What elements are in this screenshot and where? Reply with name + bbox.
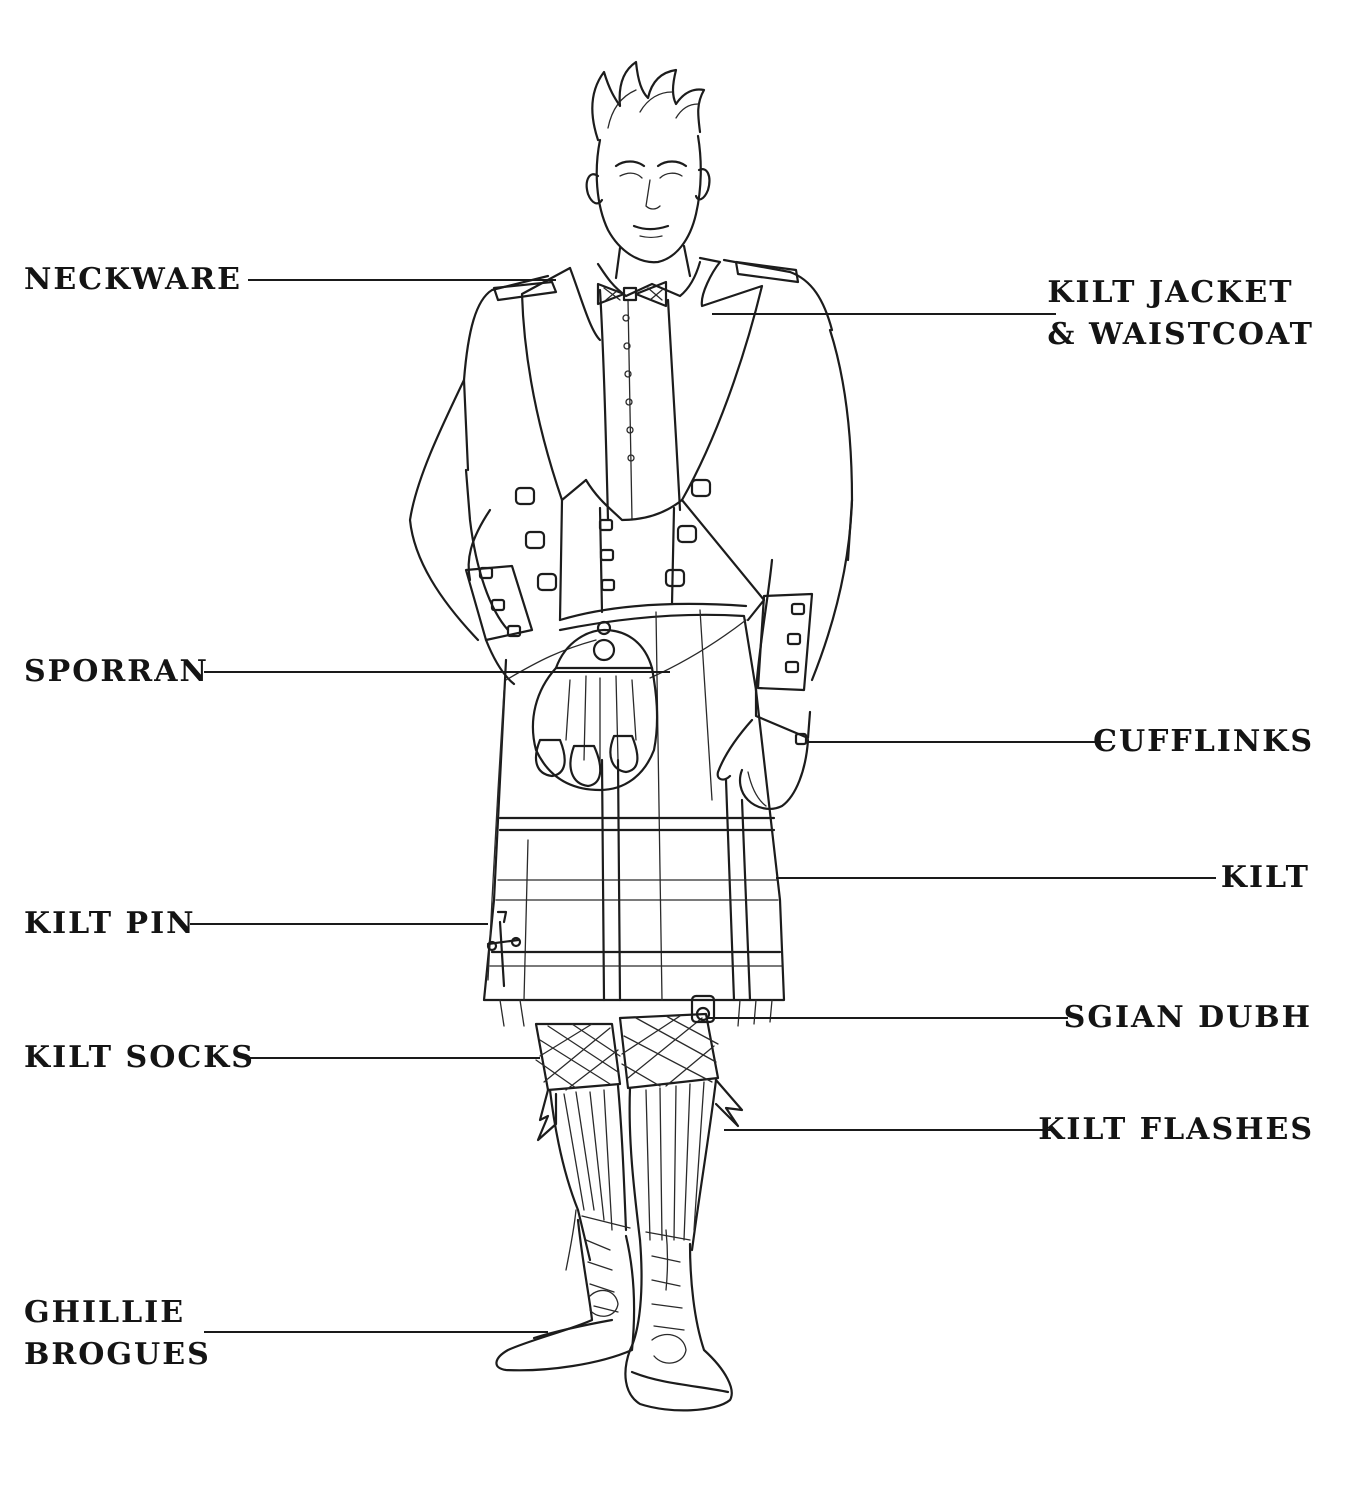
hair xyxy=(592,62,704,140)
label-ghillie-line1: GHILLIE xyxy=(24,1292,211,1334)
label-kilt-jacket-line1: KILT JACKET xyxy=(1047,272,1314,314)
label-kilt: KILT xyxy=(1221,857,1310,899)
label-kilt-jacket-waistcoat: KILT JACKET & WAISTCOAT xyxy=(1047,272,1314,356)
label-kilt-socks: KILT SOCKS xyxy=(24,1037,255,1079)
label-kilt-flashes: KILT FLASHES xyxy=(1038,1109,1314,1151)
label-cufflinks: CUFFLINKS xyxy=(1093,721,1314,763)
label-sporran: SPORRAN xyxy=(24,651,209,693)
head xyxy=(587,136,710,262)
right-arm xyxy=(718,500,852,809)
label-ghillie-line2: BROGUES xyxy=(24,1334,211,1376)
waistcoat xyxy=(586,480,682,612)
label-kilt-pin: KILT PIN xyxy=(24,903,196,945)
label-sgian-dubh: SGIAN DUBH xyxy=(1064,997,1312,1039)
kilt-pin xyxy=(488,912,520,986)
label-kilt-jacket-line2: & WAISTCOAT xyxy=(1047,314,1314,356)
label-ghillie-brogues: GHILLIE BROGUES xyxy=(24,1292,211,1376)
shirt xyxy=(598,262,700,520)
ghillie-brogues xyxy=(496,1210,731,1410)
label-neckware: NECKWARE xyxy=(24,259,242,301)
kilt-socks xyxy=(536,1014,718,1260)
